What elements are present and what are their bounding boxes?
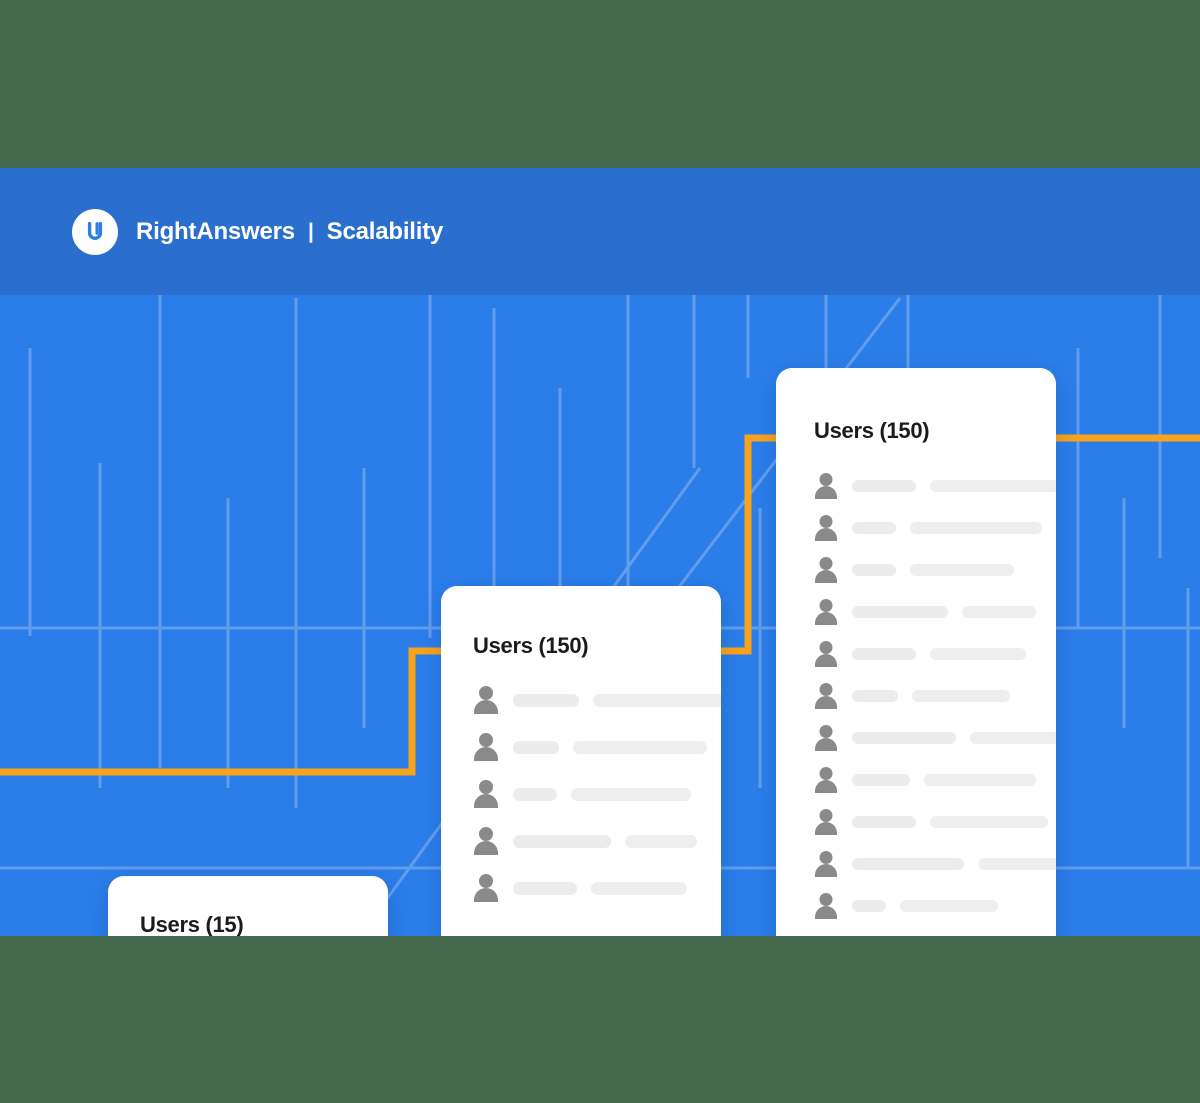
upland-u-logo-icon xyxy=(72,209,118,255)
list-item[interactable] xyxy=(473,733,721,761)
placeholder-bar xyxy=(852,690,898,702)
placeholder-bar xyxy=(513,740,559,754)
list-item[interactable] xyxy=(814,641,1056,667)
placeholder-bar xyxy=(852,858,964,870)
list-item[interactable] xyxy=(473,686,721,714)
brand-subtitle: Scalability xyxy=(326,218,444,245)
placeholder-bar xyxy=(571,787,691,801)
placeholder-bar xyxy=(930,816,1048,828)
person-icon xyxy=(814,557,838,583)
person-icon xyxy=(473,827,499,855)
placeholder-bar xyxy=(962,606,1036,618)
placeholder-bar xyxy=(852,900,886,912)
placeholder-bar xyxy=(852,648,916,660)
list-item[interactable] xyxy=(473,874,721,902)
users-card-15[interactable]: Users (15) xyxy=(108,876,388,936)
person-icon xyxy=(814,725,838,751)
placeholder-bar xyxy=(900,900,998,912)
users-card-150-mid[interactable]: Users (150) xyxy=(441,586,721,936)
placeholder-bar xyxy=(930,648,1026,660)
placeholder-bar xyxy=(852,816,916,828)
placeholder-bar xyxy=(593,693,721,707)
list-item[interactable] xyxy=(814,599,1056,625)
placeholder-bar xyxy=(852,480,916,492)
person-icon xyxy=(814,641,838,667)
placeholder-bar xyxy=(591,881,687,895)
users-card-150-tall[interactable]: Users (150) xyxy=(776,368,1056,936)
placeholder-bar xyxy=(513,787,557,801)
list-item[interactable] xyxy=(814,809,1056,835)
person-icon xyxy=(473,686,499,714)
placeholder-bar xyxy=(513,834,611,848)
placeholder-bar xyxy=(852,522,896,534)
person-icon xyxy=(814,683,838,709)
list-item[interactable] xyxy=(473,827,721,855)
brand-text: RightAnswers | Scalability xyxy=(136,218,443,246)
person-icon xyxy=(814,599,838,625)
brand-name: RightAnswers xyxy=(136,218,295,245)
placeholder-bar xyxy=(852,774,910,786)
list-item[interactable] xyxy=(814,851,1056,877)
placeholder-bar xyxy=(513,881,577,895)
list-item[interactable] xyxy=(814,683,1056,709)
person-icon xyxy=(814,809,838,835)
list-item[interactable] xyxy=(814,725,1056,751)
list-item[interactable] xyxy=(814,515,1056,541)
placeholder-bar xyxy=(852,606,948,618)
header-band xyxy=(0,168,1200,295)
placeholder-bar xyxy=(513,693,579,707)
person-icon xyxy=(814,473,838,499)
placeholder-bar xyxy=(924,774,1036,786)
placeholder-bar xyxy=(625,834,697,848)
person-icon xyxy=(814,893,838,919)
placeholder-bar xyxy=(910,564,1014,576)
list-item[interactable] xyxy=(814,893,1056,919)
list-item[interactable] xyxy=(473,780,721,808)
placeholder-bar xyxy=(978,858,1056,870)
person-icon xyxy=(473,733,499,761)
placeholder-bar xyxy=(930,480,1056,492)
list-item[interactable] xyxy=(814,767,1056,793)
card-title: Users (15) xyxy=(140,912,244,936)
card-title: Users (150) xyxy=(814,418,930,443)
brand-separator: | xyxy=(307,220,314,243)
placeholder-bar xyxy=(852,732,956,744)
placeholder-bar xyxy=(912,690,1010,702)
list-item[interactable] xyxy=(814,557,1056,583)
person-icon xyxy=(473,780,499,808)
user-list xyxy=(814,473,1056,919)
person-icon xyxy=(814,515,838,541)
person-icon xyxy=(814,851,838,877)
blue-canvas: Users (15) Use xyxy=(0,168,1200,936)
person-icon xyxy=(473,874,499,902)
placeholder-bar xyxy=(852,564,896,576)
user-list xyxy=(473,686,721,902)
brand-lockup: RightAnswers | Scalability xyxy=(72,209,443,255)
placeholder-bar xyxy=(970,732,1056,744)
placeholder-bar xyxy=(910,522,1042,534)
card-title: Users (150) xyxy=(473,633,589,658)
list-item[interactable] xyxy=(814,473,1056,499)
person-icon xyxy=(814,767,838,793)
placeholder-bar xyxy=(573,740,707,754)
